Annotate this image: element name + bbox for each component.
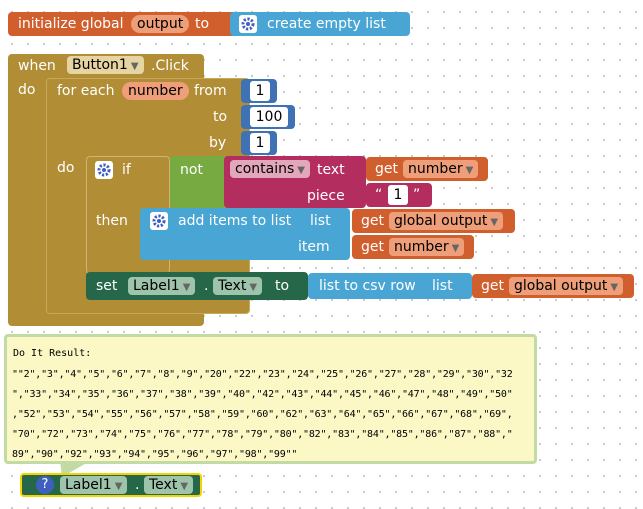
- help-icon[interactable]: ?: [36, 476, 54, 494]
- set-component-dropdown[interactable]: Label1▼: [128, 277, 196, 295]
- for-each-label: for each: [57, 83, 115, 99]
- contains-text-block[interactable]: contains▼ text piece: [224, 156, 366, 208]
- quote-open-label: “: [375, 187, 383, 203]
- get-label: get: [361, 213, 384, 229]
- create-empty-list-block[interactable]: create empty list: [230, 12, 410, 36]
- initialize-global-label: initialize global: [18, 16, 124, 32]
- mutator-gear-icon[interactable]: [239, 15, 257, 33]
- list-to-csv-row-block[interactable]: list to csv row list: [308, 273, 472, 299]
- get-number-block[interactable]: get number▼: [366, 157, 488, 181]
- from-number-block[interactable]: 1: [241, 79, 277, 103]
- getter-dot-label: .: [135, 477, 140, 493]
- do-it-result-title: Do It Result:: [13, 348, 92, 359]
- not-label: not: [180, 162, 203, 178]
- loop-do-label: do: [57, 160, 75, 176]
- chevron-down-icon: ▼: [610, 282, 619, 293]
- chevron-down-icon: ▼: [130, 61, 139, 72]
- not-block[interactable]: not: [170, 156, 228, 208]
- quote-close-label: ”: [413, 187, 421, 203]
- text-socket-label: text: [317, 162, 345, 178]
- chevron-down-icon: ▼: [249, 282, 258, 293]
- get-label: get: [361, 239, 384, 255]
- event-component-dropdown[interactable]: Button1▼: [67, 56, 144, 74]
- list-socket-label: list: [310, 213, 331, 229]
- do-it-result-balloon: Do It Result: ""2","3","4","5","6","7","…: [4, 334, 537, 464]
- if-mutator-gear-icon[interactable]: [95, 161, 113, 179]
- to-number-block[interactable]: 100: [241, 105, 295, 129]
- getter-property-dropdown[interactable]: Text▼: [144, 476, 194, 494]
- loop-var-name-field[interactable]: number: [122, 82, 189, 100]
- contains-mode-dropdown[interactable]: contains▼: [230, 160, 310, 178]
- get-label: get: [481, 278, 504, 294]
- global-var-name-field[interactable]: output: [131, 15, 190, 33]
- init-to-label: to: [195, 16, 210, 32]
- get-global-output-csv-block[interactable]: get global output▼: [472, 274, 634, 298]
- set-property-dropdown[interactable]: Text▼: [213, 277, 263, 295]
- text-value-field[interactable]: 1: [388, 185, 408, 205]
- dot-label: .: [204, 278, 209, 294]
- piece-socket-label: piece: [307, 188, 345, 204]
- to-number-field[interactable]: 100: [250, 107, 288, 127]
- from-number-field[interactable]: 1: [250, 81, 270, 101]
- get-var-dropdown[interactable]: global output▼: [389, 212, 504, 230]
- event-name-label: .Click: [151, 58, 189, 74]
- get-global-output-block[interactable]: get global output▼: [352, 209, 515, 233]
- result-line: ,"52","53","54","55","56","57","58","59"…: [12, 409, 513, 420]
- set-label: set: [96, 278, 118, 294]
- add-items-label: add items to list: [178, 213, 292, 229]
- get-var-dropdown[interactable]: number▼: [389, 238, 465, 256]
- chevron-down-icon: ▼: [451, 243, 460, 254]
- set-to-label: to: [275, 278, 290, 294]
- result-line: ""2","3","4","5","6","7","8","9","20","2…: [12, 369, 513, 380]
- from-label: from: [194, 83, 227, 99]
- get-label: get: [375, 161, 398, 177]
- get-var-dropdown[interactable]: number▼: [403, 160, 479, 178]
- then-label: then: [96, 213, 128, 229]
- chevron-down-icon: ▼: [297, 165, 305, 176]
- item-socket-label: item: [298, 239, 330, 255]
- result-line: ","33","34","35","36","37","38","39","40…: [12, 389, 513, 400]
- getter-component-dropdown[interactable]: Label1▼: [60, 476, 128, 494]
- set-label-text-block[interactable]: set Label1▼ . Text▼ to: [86, 272, 308, 300]
- result-line: "70","72","73","74","75","76","77","78",…: [12, 429, 513, 440]
- get-var-dropdown[interactable]: global output▼: [509, 277, 624, 295]
- csv-row-label: list to csv row: [319, 278, 416, 294]
- add-items-mutator-gear-icon[interactable]: [150, 212, 168, 230]
- csv-list-label: list: [432, 278, 453, 294]
- by-number-block[interactable]: 1: [241, 131, 277, 155]
- get-number-item-block[interactable]: get number▼: [352, 235, 474, 259]
- text-string-block[interactable]: “ 1 ”: [366, 183, 432, 207]
- add-items-to-list-block[interactable]: add items to list list item: [140, 208, 350, 260]
- label-text-getter-block[interactable]: ? Label1▼ . Text▼: [20, 473, 202, 497]
- by-number-field[interactable]: 1: [250, 133, 270, 153]
- event-do-label: do: [18, 82, 36, 98]
- chevron-down-icon: ▼: [465, 165, 474, 176]
- if-label: if: [122, 162, 131, 178]
- chevron-down-icon: ▼: [180, 481, 189, 492]
- chevron-down-icon: ▼: [182, 282, 191, 293]
- to-label: to: [213, 109, 228, 125]
- initialize-global-block[interactable]: initialize global output to create empty…: [8, 12, 410, 36]
- when-label: when: [18, 58, 56, 74]
- result-line: 89","90","92","93","94","95","96","97","…: [12, 449, 298, 460]
- chevron-down-icon: ▼: [490, 217, 499, 228]
- by-label: by: [209, 135, 227, 151]
- create-empty-list-label: create empty list: [267, 16, 386, 32]
- chevron-down-icon: ▼: [114, 481, 123, 492]
